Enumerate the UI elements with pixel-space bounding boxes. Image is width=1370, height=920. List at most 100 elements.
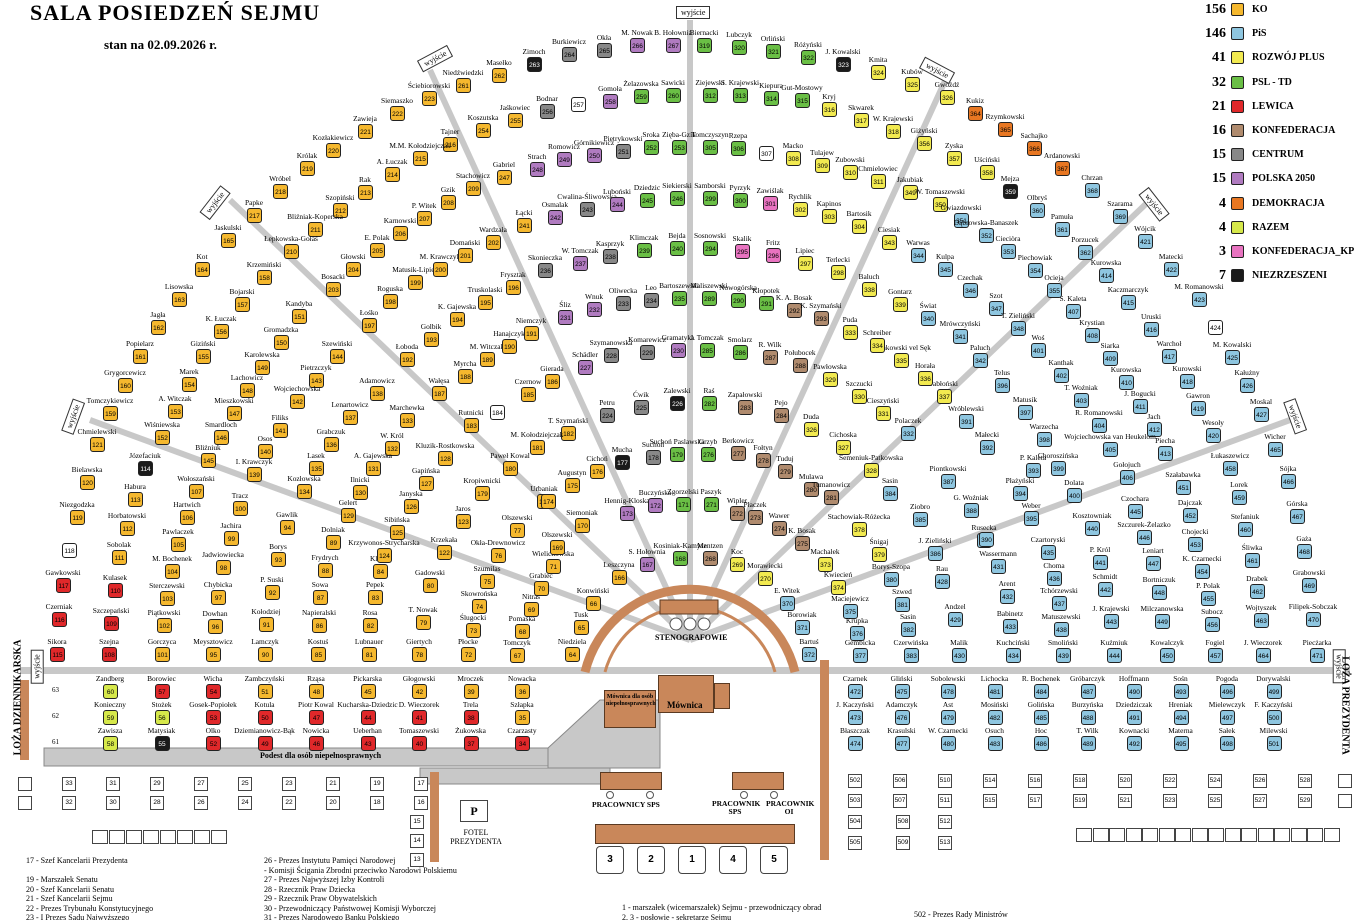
seat-497[interactable]: 497: [1220, 710, 1235, 725]
seat-341[interactable]: 341: [953, 329, 968, 344]
seat-253[interactable]: 253: [672, 140, 687, 155]
guest-seat[interactable]: 528: [1298, 774, 1312, 788]
seat-466[interactable]: 466: [1281, 474, 1296, 489]
seat-291[interactable]: 291: [759, 296, 774, 311]
seat-304[interactable]: 304: [852, 219, 867, 234]
empty-guest-seat[interactable]: [126, 830, 142, 844]
seat-375[interactable]: 375: [843, 604, 858, 619]
seat-264[interactable]: 264: [562, 47, 577, 62]
seat-46[interactable]: 46: [309, 736, 324, 751]
seat-240[interactable]: 240: [670, 241, 685, 256]
seat-419[interactable]: 419: [1191, 401, 1206, 416]
seat-299[interactable]: 299: [703, 191, 718, 206]
guest-seat[interactable]: 28: [150, 796, 164, 810]
guest-seat[interactable]: 518: [1073, 774, 1087, 788]
guest-seat[interactable]: 30: [106, 796, 120, 810]
seat-307[interactable]: 307: [759, 146, 774, 161]
seat-80[interactable]: 80: [423, 578, 438, 593]
seat-257[interactable]: 257: [571, 97, 586, 112]
seat-340[interactable]: 340: [921, 311, 936, 326]
seat-173[interactable]: 173: [620, 506, 635, 521]
seat-330[interactable]: 330: [852, 389, 867, 404]
seat-445[interactable]: 445: [1128, 504, 1143, 519]
seat-420[interactable]: 420: [1206, 428, 1221, 443]
seat-54[interactable]: 54: [206, 684, 221, 699]
seat-295[interactable]: 295: [735, 244, 750, 259]
seat-157[interactable]: 157: [235, 297, 250, 312]
seat-153[interactable]: 153: [168, 404, 183, 419]
seat-206[interactable]: 206: [393, 226, 408, 241]
seat-213[interactable]: 213: [358, 185, 373, 200]
seat-396[interactable]: 396: [995, 378, 1010, 393]
seat-471[interactable]: 471: [1310, 648, 1325, 663]
seat-258[interactable]: 258: [603, 94, 618, 109]
seat-252[interactable]: 252: [644, 140, 659, 155]
guest-seat[interactable]: 521: [1118, 794, 1132, 808]
seat-72[interactable]: 72: [461, 647, 476, 662]
seat-269[interactable]: 269: [730, 557, 745, 572]
seat-477[interactable]: 477: [894, 736, 910, 751]
guest-seat[interactable]: 507: [893, 794, 907, 808]
seat-109[interactable]: 109: [104, 616, 119, 631]
seat-90[interactable]: 90: [258, 647, 273, 662]
seat-86[interactable]: 86: [312, 618, 327, 633]
empty-guest-seat[interactable]: [1323, 828, 1340, 842]
seat-210[interactable]: 210: [284, 244, 299, 259]
seat-211[interactable]: 211: [308, 222, 323, 237]
seat-380[interactable]: 380: [884, 572, 899, 587]
guest-seat[interactable]: 526: [1253, 774, 1267, 788]
seat-205[interactable]: 205: [370, 243, 385, 258]
seat-277[interactable]: 277: [731, 446, 746, 461]
seat-408[interactable]: 408: [1085, 328, 1100, 343]
seat-426[interactable]: 426: [1240, 378, 1255, 393]
seat-468[interactable]: 468: [1297, 544, 1312, 559]
guest-seat[interactable]: 520: [1118, 774, 1132, 788]
seat-194[interactable]: 194: [450, 312, 465, 327]
seat-51[interactable]: 51: [257, 684, 273, 699]
seat-412[interactable]: 412: [1147, 422, 1162, 437]
seat-348[interactable]: 348: [1011, 321, 1026, 336]
seat-268[interactable]: 268: [703, 551, 718, 566]
guest-seat[interactable]: 509: [896, 836, 910, 850]
seat-359[interactable]: 359: [1003, 184, 1018, 199]
seat-115[interactable]: 115: [50, 647, 65, 662]
seat-251[interactable]: 251: [616, 144, 631, 159]
seat-83[interactable]: 83: [368, 590, 383, 605]
seat-56[interactable]: 56: [154, 710, 170, 725]
seat-141[interactable]: 141: [273, 423, 288, 438]
seat-84[interactable]: 84: [373, 564, 388, 579]
seat-186[interactable]: 186: [545, 374, 560, 389]
seat-122[interactable]: 122: [437, 545, 452, 560]
guest-seat[interactable]: 27: [194, 777, 208, 791]
seat-292[interactable]: 292: [787, 303, 802, 318]
seat-164[interactable]: 164: [195, 262, 210, 277]
seat-271[interactable]: 271: [704, 497, 719, 512]
seat-368[interactable]: 368: [1085, 183, 1100, 198]
seat-81[interactable]: 81: [362, 647, 377, 662]
seat-409[interactable]: 409: [1103, 351, 1118, 366]
seat-36[interactable]: 36: [515, 684, 530, 699]
seat-116[interactable]: 116: [52, 612, 67, 627]
seat-167[interactable]: 167: [640, 557, 655, 572]
seat-360[interactable]: 360: [1030, 203, 1045, 218]
seat-454[interactable]: 454: [1195, 564, 1210, 579]
seat-208[interactable]: 208: [441, 195, 456, 210]
seat-247[interactable]: 247: [497, 170, 512, 185]
seat-85[interactable]: 85: [311, 647, 326, 662]
seat-308[interactable]: 308: [786, 151, 801, 166]
presidium-seat[interactable]: 5: [760, 846, 788, 874]
seat-460[interactable]: 460: [1238, 522, 1253, 537]
guest-seat[interactable]: 510: [938, 774, 952, 788]
seat-219[interactable]: 219: [300, 161, 315, 176]
seat-196[interactable]: 196: [506, 280, 521, 295]
seat-285[interactable]: 285: [700, 343, 715, 358]
seat-102[interactable]: 102: [157, 618, 172, 633]
seat-342[interactable]: 342: [973, 353, 988, 368]
seat-142[interactable]: 142: [290, 394, 305, 409]
seat-423[interactable]: 423: [1192, 292, 1207, 307]
seat-461[interactable]: 461: [1245, 553, 1260, 568]
seat-92[interactable]: 92: [265, 585, 280, 600]
seat-395[interactable]: 395: [1024, 511, 1039, 526]
guest-seat[interactable]: 514: [983, 774, 997, 788]
seat-370[interactable]: 370: [780, 596, 795, 611]
